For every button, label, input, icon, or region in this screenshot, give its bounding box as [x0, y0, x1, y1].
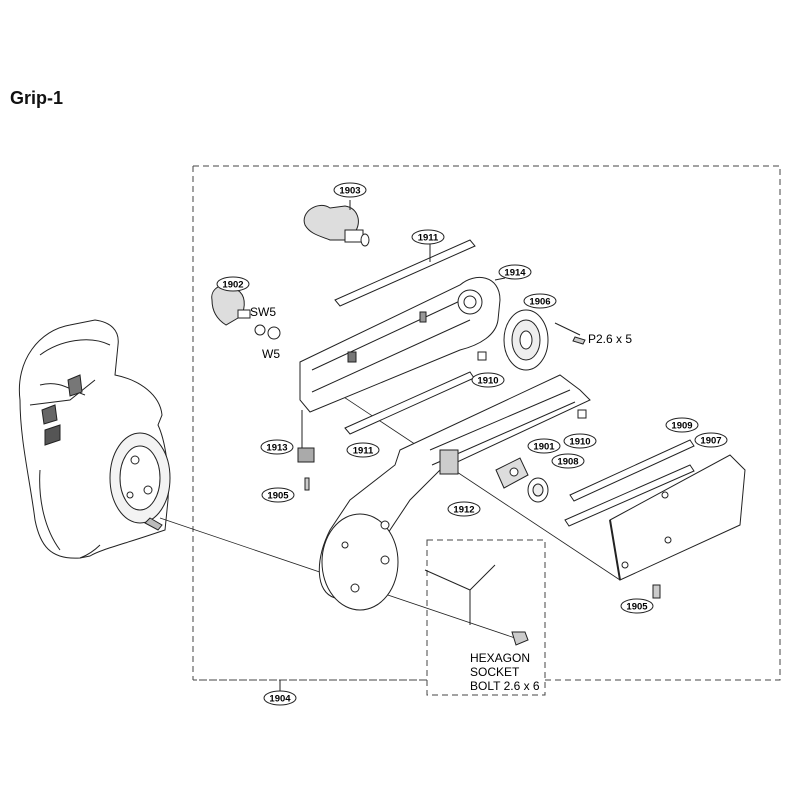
svg-text:1904: 1904 — [269, 694, 291, 705]
label-w5: W5 — [262, 347, 280, 361]
svg-text:1903: 1903 — [339, 186, 360, 197]
spring-1908 — [527, 477, 549, 503]
label-sw5: SW5 — [250, 305, 276, 319]
washer-w5 — [267, 326, 281, 340]
pad-1910a — [477, 351, 487, 361]
svg-text:1908: 1908 — [557, 457, 578, 468]
part-tag-1905a: 1905 — [261, 487, 295, 503]
svg-text:1911: 1911 — [418, 233, 439, 244]
gear-1906 — [503, 309, 549, 371]
bolt-leader-fan — [424, 564, 496, 591]
label-bolt-line2: SOCKET — [470, 665, 520, 679]
svg-text:1907: 1907 — [700, 436, 721, 447]
screw-1905a — [304, 477, 310, 491]
svg-text:1906: 1906 — [529, 297, 550, 308]
pad-1910b — [577, 409, 587, 419]
strip-1911-top — [334, 239, 476, 307]
strip-1909 — [569, 439, 695, 502]
part-tag-1907: 1907 — [694, 432, 728, 448]
svg-text:1901: 1901 — [533, 442, 555, 453]
part-tag-1902: 1902 — [216, 276, 250, 292]
hexagon-socket-bolt — [511, 631, 529, 646]
svg-text:1905: 1905 — [267, 491, 289, 502]
page-title: Grip-1 — [10, 88, 64, 108]
svg-text:1910: 1910 — [569, 437, 590, 448]
camera-body — [18, 319, 171, 559]
svg-text:1909: 1909 — [671, 421, 692, 432]
part-tag-1908: 1908 — [551, 453, 585, 469]
plate-1914 — [299, 277, 501, 413]
svg-text:1910: 1910 — [477, 376, 498, 387]
clip-1913 — [297, 447, 315, 463]
screw-1905b — [652, 584, 661, 599]
part-tag-1901: 1901 — [527, 438, 561, 454]
label-bolt-line1: HEXAGON — [470, 651, 530, 665]
part-tag-1910b: 1910 — [563, 433, 597, 449]
part-tag-1910a: 1910 — [471, 372, 505, 388]
part-tag-1909: 1909 — [665, 417, 699, 433]
svg-text:1902: 1902 — [222, 280, 243, 291]
assembly-guide-line — [299, 367, 621, 581]
screw-line — [554, 322, 581, 336]
part-tag-1906: 1906 — [523, 293, 557, 309]
part-tag-1903: 1903 — [333, 182, 367, 198]
assembly-boundary — [193, 165, 781, 681]
knob-1903 — [303, 204, 370, 247]
part-tag-1912: 1912 — [447, 501, 481, 517]
part-tag-1914: 1914 — [498, 264, 532, 280]
part-tag-1911a: 1911 — [411, 229, 445, 245]
svg-text:1912: 1912 — [453, 505, 474, 516]
part-tag-1913: 1913 — [260, 439, 294, 455]
label-screw: P2.6 x 5 — [588, 332, 632, 346]
svg-text:1911: 1911 — [353, 446, 374, 457]
bracket-1901 — [495, 457, 529, 489]
svg-text:1914: 1914 — [504, 268, 526, 279]
bolt-detail-boundary — [426, 539, 546, 696]
cover-1907 — [609, 454, 746, 581]
leader-1914 — [494, 277, 506, 281]
part-tag-1911b: 1911 — [346, 442, 380, 458]
part-tag-1904: 1904 — [263, 690, 297, 706]
washer-sw5 — [254, 324, 266, 336]
screw-p26x5 — [572, 336, 586, 345]
svg-text:1913: 1913 — [266, 443, 287, 454]
part-tag-1905b: 1905 — [620, 598, 654, 614]
svg-text:1905: 1905 — [626, 602, 648, 613]
plate-1912 — [318, 374, 591, 611]
knob-1902 — [211, 284, 251, 326]
strip-1909-lower — [564, 464, 695, 527]
label-bolt-line3: BOLT 2.6 x 6 — [470, 679, 540, 693]
